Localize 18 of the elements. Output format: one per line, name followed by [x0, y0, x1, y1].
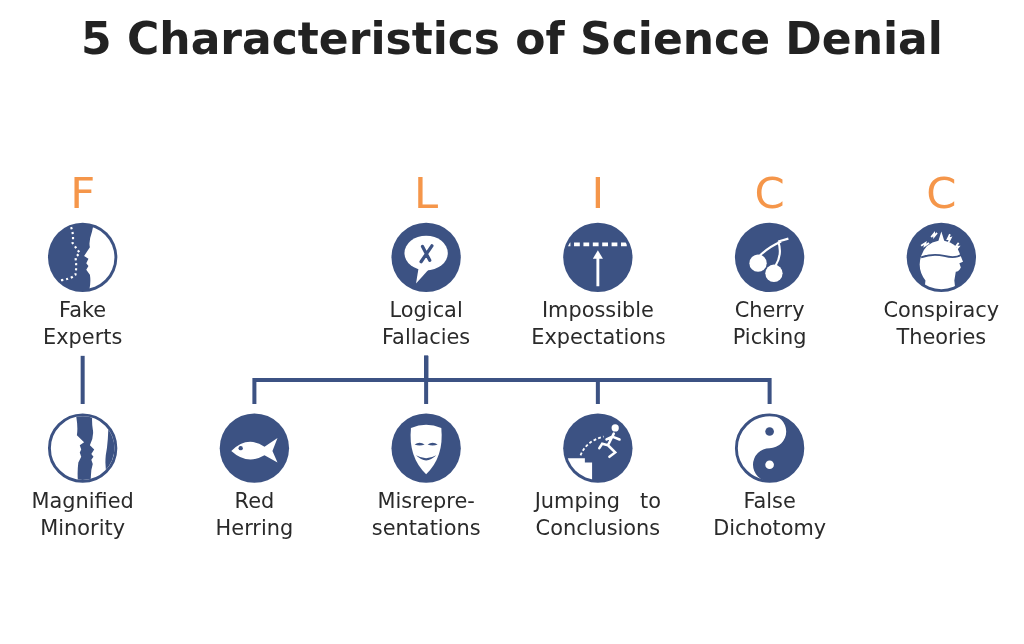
connector-line [424, 355, 772, 404]
acronym-letter: C [925, 168, 958, 219]
acronym-letter: L [413, 168, 440, 219]
title: 5 Characteristics of Science Denial [81, 14, 943, 65]
node-label: Logical Fallacies [381, 296, 472, 351]
acronym-letter: F [69, 168, 97, 219]
node-label: Misrepre- sentations [370, 487, 482, 542]
node-label: Impossible Expectations [531, 296, 665, 351]
connector-line [80, 355, 85, 404]
node-label: Jumping to Conclusions [532, 487, 663, 542]
acronym-letter: C [753, 168, 786, 219]
node-label: Cherry Picking [731, 296, 808, 351]
node-label: False Dichotomy [712, 487, 828, 542]
node-label: Magnified Minority [30, 487, 135, 542]
node-label: Fake Experts [42, 296, 124, 351]
acronym-letter: I [590, 168, 606, 219]
node-label: Red Herring [214, 487, 295, 542]
node-label: Conspiracy Theories [882, 296, 1001, 351]
